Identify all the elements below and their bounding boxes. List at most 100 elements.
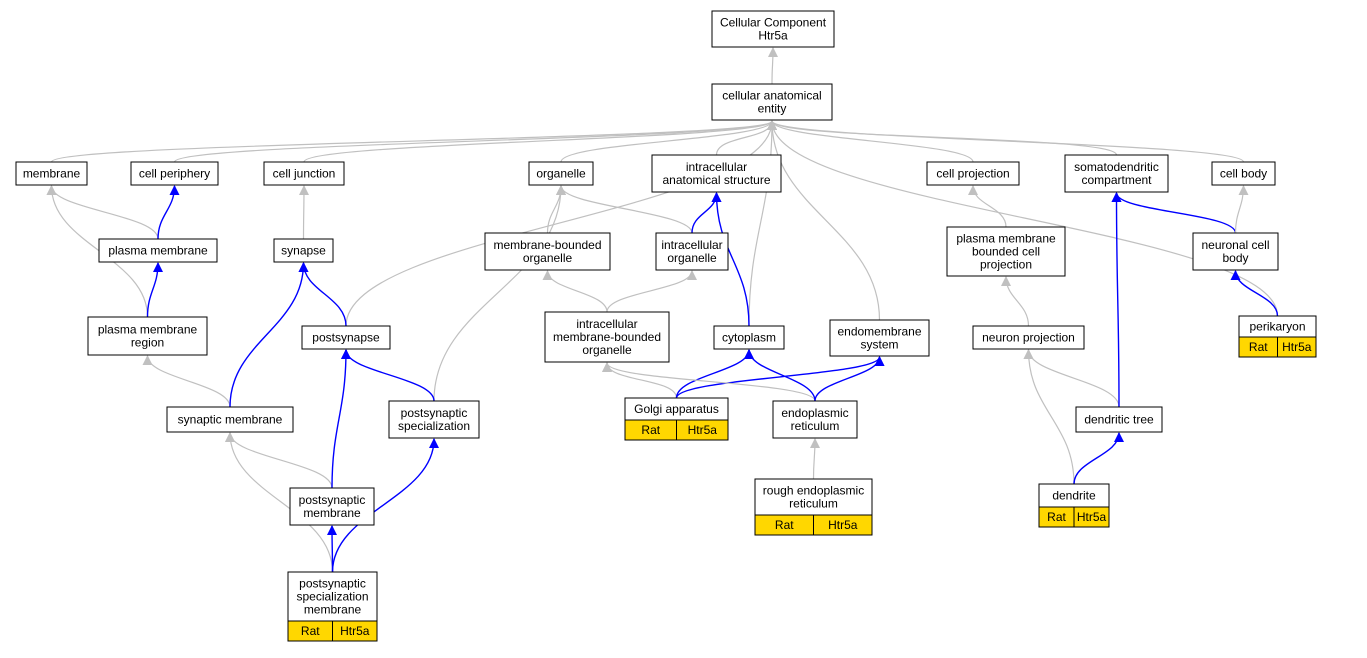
term-label: anatomical structure bbox=[662, 173, 770, 187]
edge-isa-imbo-to-mbo bbox=[542, 270, 608, 313]
term-label: plasma membrane bbox=[98, 323, 198, 337]
edge-isa-imbo-to-io bbox=[606, 270, 697, 313]
edge-partof-er-to-cytoplasm bbox=[744, 349, 816, 402]
term-box bbox=[711, 10, 835, 48]
edge-isa-neuronproj-to-pmbcp bbox=[1001, 276, 1030, 327]
annotation-species: Rat bbox=[775, 518, 794, 532]
edge-partof-dtree-to-somato bbox=[1111, 192, 1122, 408]
go-term-organelle[interactable]: organelle bbox=[528, 161, 594, 186]
term-label: specialization bbox=[296, 590, 368, 604]
term-box bbox=[87, 316, 208, 356]
go-term-plasmamembrane[interactable]: plasma membrane bbox=[98, 238, 218, 263]
term-label: postsynaptic bbox=[299, 577, 366, 591]
term-box bbox=[655, 232, 729, 271]
edge-isa-celljunction-to-cae bbox=[303, 120, 777, 163]
edge-isa-endosys-to-cae bbox=[767, 120, 881, 321]
edge-isa-pmbcp-to-cellprojection bbox=[968, 185, 1007, 228]
term-box bbox=[484, 232, 611, 271]
edge-isa-synapse-to-celljunction bbox=[298, 185, 309, 240]
term-label: cell junction bbox=[273, 167, 336, 181]
go-term-neuronproj[interactable]: neuron projection bbox=[972, 325, 1085, 350]
term-label: cytoplasm bbox=[722, 331, 776, 345]
term-label: Golgi apparatus bbox=[634, 402, 719, 416]
go-term-celljunction[interactable]: cell junction bbox=[263, 161, 345, 186]
term-box bbox=[528, 161, 594, 186]
term-label: intracellular bbox=[661, 238, 722, 252]
edge-partof-psm-to-postspec bbox=[331, 438, 439, 573]
term-label: membrane-bounded bbox=[493, 238, 601, 252]
term-box bbox=[651, 154, 782, 193]
term-label: system bbox=[860, 338, 898, 352]
term-box bbox=[1192, 232, 1279, 271]
term-box bbox=[711, 83, 833, 121]
edge-isa-ias-to-cae bbox=[715, 120, 777, 156]
edge-partof-golgi-to-endosys bbox=[675, 356, 885, 399]
go-term-cellbody[interactable]: cell body bbox=[1211, 161, 1276, 186]
term-label: bounded cell bbox=[972, 245, 1040, 259]
term-box bbox=[388, 400, 480, 439]
term-label: postsynapse bbox=[312, 331, 380, 345]
annotation-gene: Htr5a bbox=[1077, 510, 1107, 524]
term-label: intracellular bbox=[576, 317, 637, 331]
edge-isa-postmem-to-synmem bbox=[225, 432, 333, 489]
go-term-synapse[interactable]: synapse bbox=[273, 238, 334, 263]
term-box bbox=[166, 406, 294, 433]
annotation-gene: Htr5a bbox=[688, 423, 718, 437]
edge-isa-cellprojection-to-cae bbox=[767, 120, 974, 163]
term-box bbox=[130, 161, 219, 186]
go-term-cellprojection[interactable]: cell projection bbox=[926, 161, 1020, 186]
edge-partof-synmem-to-synapse bbox=[229, 262, 309, 408]
edge-isa-rer-to-er bbox=[809, 438, 820, 480]
go-term-membrane[interactable]: membrane bbox=[15, 161, 88, 186]
edge-isa-cae-to-root bbox=[767, 47, 778, 85]
term-label: postsynaptic bbox=[401, 406, 468, 420]
annotation-gene-cell bbox=[1277, 336, 1317, 358]
go-term-dtree[interactable]: dendritic tree bbox=[1075, 406, 1163, 433]
term-label: intracellular bbox=[686, 160, 747, 174]
term-box bbox=[1075, 406, 1163, 433]
edge-partof-postspec-to-postsynapse bbox=[341, 349, 435, 402]
term-label: postsynaptic bbox=[299, 493, 366, 507]
term-label: perikaryon bbox=[1249, 320, 1305, 334]
go-term-postsynapse[interactable]: postsynapse bbox=[301, 325, 391, 350]
term-box bbox=[829, 319, 930, 357]
annotation-gene: Htr5a bbox=[828, 518, 858, 532]
edge-partof-postmem-to-postsynapse bbox=[331, 349, 351, 489]
term-label: somatodendritic bbox=[1074, 160, 1159, 174]
term-label: membrane bbox=[303, 506, 361, 520]
term-label: organelle bbox=[667, 251, 717, 265]
term-box bbox=[289, 487, 375, 526]
term-label: organelle bbox=[523, 251, 573, 265]
annotation-species: Rat bbox=[1249, 340, 1268, 354]
term-label: membrane bbox=[23, 167, 81, 181]
term-label: plasma membrane bbox=[108, 244, 208, 258]
annotation-gene: Htr5a bbox=[1282, 340, 1312, 354]
go-term-cytoplasm[interactable]: cytoplasm bbox=[713, 325, 785, 350]
term-label: reticulum bbox=[789, 497, 838, 511]
edge-isa-organelle-to-cae bbox=[560, 120, 777, 163]
term-box bbox=[301, 325, 391, 350]
term-label: endoplasmic bbox=[781, 406, 848, 420]
go-term-cellperiphery[interactable]: cell periphery bbox=[130, 161, 219, 186]
go-term-synmem[interactable]: synaptic membrane bbox=[166, 406, 294, 433]
